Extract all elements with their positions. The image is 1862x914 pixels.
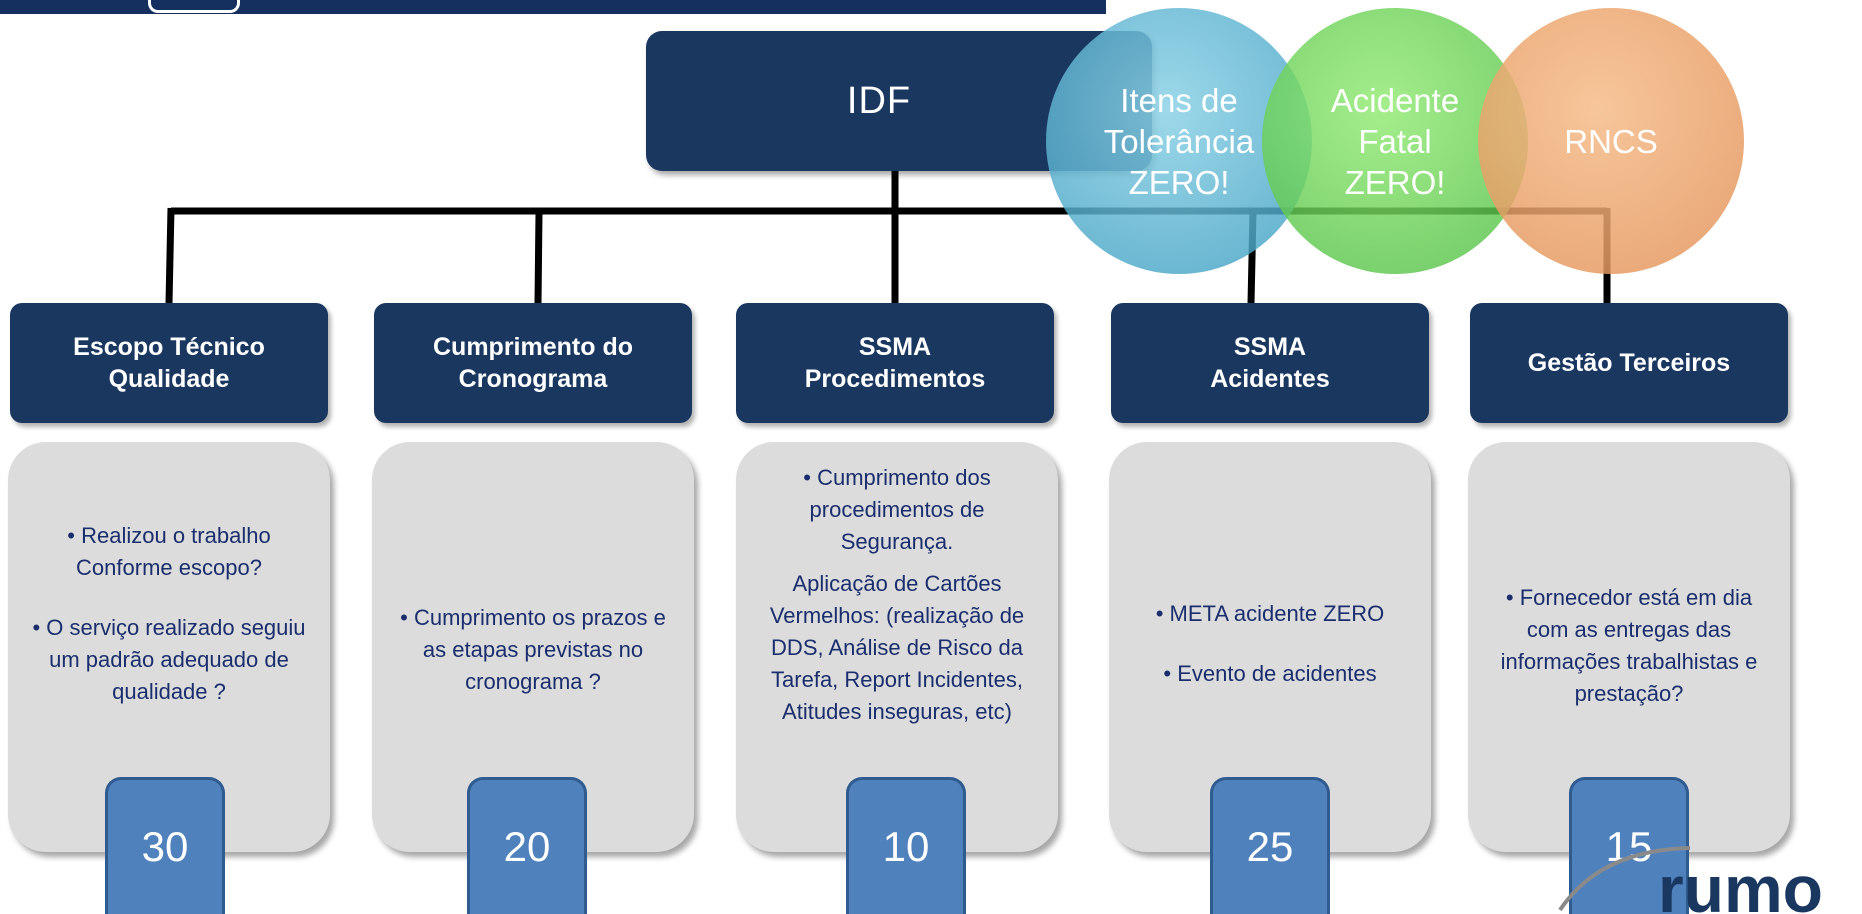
circle-2-line-1: Acidente: [1330, 81, 1460, 119]
circle-tolerancia-zero: Itens de Tolerância ZERO!: [1046, 8, 1312, 274]
score-box-4: 25: [1210, 777, 1330, 914]
criteria-1-item-1: • Realizou o trabalho Conforme escopo?: [67, 523, 271, 580]
category-ssma-acidentes: SSMA Acidentes: [1111, 303, 1429, 423]
banner-logo: [148, 0, 240, 13]
circle-2-line-3: ZERO!: [1344, 163, 1446, 201]
rumo-logo-text: rumo: [1658, 852, 1823, 914]
category-2-title-line-1: Cumprimento do: [433, 333, 633, 361]
category-4-title-line-2: Acidentes: [1210, 365, 1330, 393]
score-box-5: 15: [1569, 777, 1689, 914]
category-2-title-line-2: Cronograma: [458, 365, 608, 393]
score-3-value: 10: [882, 823, 930, 870]
circle-acidente-fatal-zero: Acidente Fatal ZERO!: [1262, 8, 1528, 274]
root-label: IDF: [846, 79, 912, 122]
category-1-title-line-1: Escopo Técnico: [73, 333, 265, 361]
circle-1-line-3: ZERO!: [1128, 163, 1230, 201]
category-cumprimento-cronograma: Cumprimento do Cronograma: [374, 303, 692, 423]
circle-2-line-2: Fatal: [1358, 122, 1432, 160]
circle-1-line-1: Itens de: [1120, 81, 1238, 119]
category-3-title-line-2: Procedimentos: [804, 365, 986, 393]
criteria-3-item-1: • Cumprimento dos procedimentos de Segur…: [803, 465, 991, 554]
branch-line-2: [534, 211, 543, 304]
category-ssma-procedimentos: SSMA Procedimentos: [736, 303, 1054, 423]
score-box-3: 10: [846, 777, 966, 914]
criteria-4-item-1: • META acidente ZERO: [1155, 601, 1385, 626]
category-1-title-line-2: Qualidade: [108, 365, 230, 393]
category-gestao-terceiros: Gestão Terceiros: [1470, 303, 1788, 423]
score-2-value: 20: [503, 823, 551, 870]
circle-1-line-2: Tolerância: [1103, 122, 1255, 160]
circle-3-line-1: RNCS: [1564, 122, 1658, 160]
category-5-title-line-1: Gestão Terceiros: [1527, 349, 1731, 377]
criteria-1-item-2: • O serviço realizado seguiu um padrão a…: [32, 615, 306, 704]
rumo-logo: rumo: [1558, 846, 1823, 914]
top-banner: [0, 0, 1106, 14]
score-4-value: 25: [1246, 823, 1294, 870]
criteria-3-item-2: Aplicação de Cartões Vermelhos: (realiza…: [769, 571, 1025, 724]
category-escopo-tecnico: Escopo Técnico Qualidade: [10, 303, 328, 423]
score-1-value: 30: [141, 823, 189, 870]
category-4-title-line-1: SSMA: [1233, 333, 1307, 361]
branch-line-1: [165, 207, 175, 304]
criteria-5-item-1: • Fornecedor está em dia com as entregas…: [1500, 585, 1758, 706]
category-3-title-line-1: SSMA: [858, 333, 932, 361]
circle-rncs: RNCS: [1478, 8, 1744, 274]
criteria-4-item-2: • Evento de acidentes: [1163, 661, 1377, 686]
criteria-2-item-1: • Cumprimento os prazos e as etapas prev…: [400, 605, 666, 694]
score-box-1: 30: [105, 777, 225, 914]
score-box-2: 20: [467, 777, 587, 914]
